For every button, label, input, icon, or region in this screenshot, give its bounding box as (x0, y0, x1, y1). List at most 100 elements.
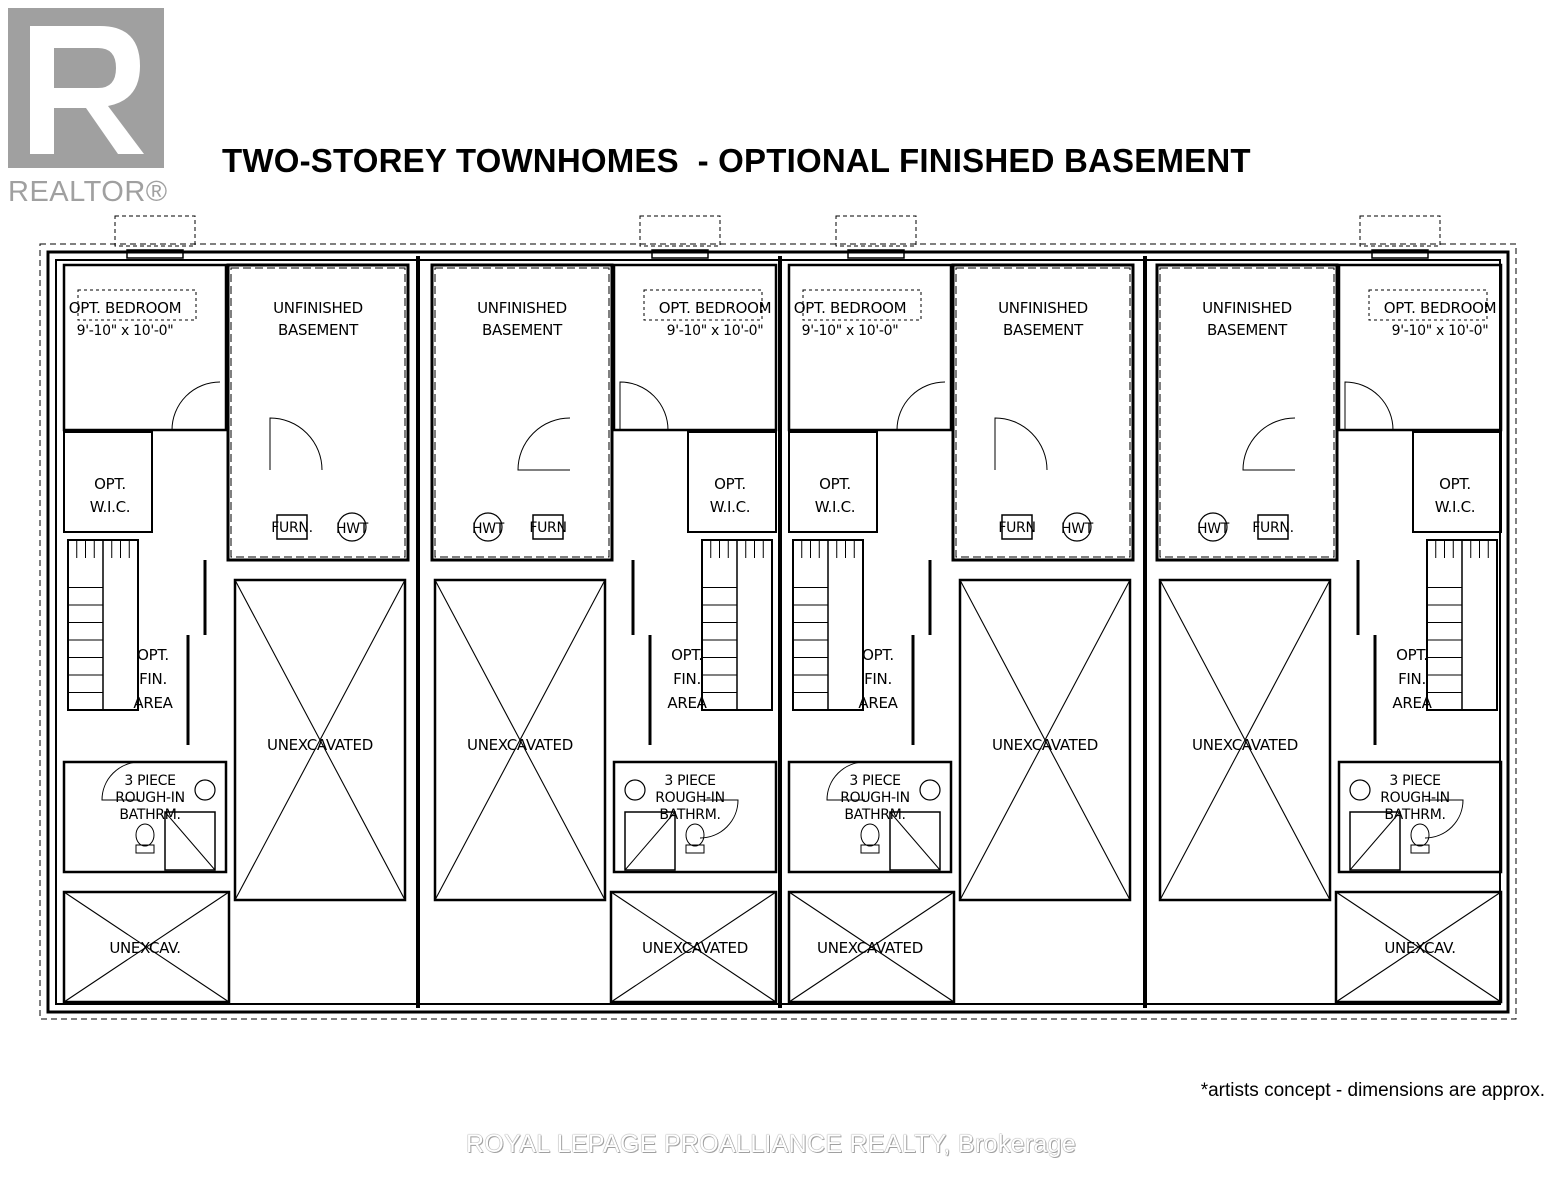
window-2 (651, 249, 709, 259)
unit-1-basement-label-1: UNFINISHED (273, 299, 363, 317)
unit-1-bathroom-room (62, 760, 228, 874)
unit-3-bath-label-3: BATHRM. (844, 807, 905, 823)
unit-4-fin-label-1: OPT. (1396, 646, 1428, 664)
unit-1-basement-room (226, 263, 410, 562)
unit-1-bedroom-label-box (77, 289, 197, 321)
unit-3-hwt-tank (1062, 512, 1092, 542)
disclaimer-note: *artists concept - dimensions are approx… (1200, 1080, 1545, 1101)
unit-4-unexcavated-label: UNEXCAVATED (1192, 736, 1298, 754)
unit-3-basement-room-inner (955, 267, 1131, 558)
unit-1-basement-label-2: BASEMENT (278, 321, 359, 339)
floor-plan: OPT. BEDROOM 9'-10" x 10'-0" UNFINISHED BAS… (39, 215, 1517, 1020)
unit-2-basement-room (430, 263, 614, 562)
unit-1-unexcav-small-label: UNEXCAV. (109, 939, 180, 957)
unit-3-unexcav-small-label: UNEXCAVATED (817, 939, 923, 957)
unit-3-basement-door (994, 417, 1048, 471)
unit-1-bedroom-label: OPT. BEDROOM (69, 299, 181, 317)
unit-4-bath-label-3: BATHRM. (1384, 807, 1445, 823)
unit-2-sink (624, 779, 646, 801)
window-1 (126, 249, 184, 259)
plan-title: TWO-STOREY TOWNHOMES - OPTIONAL FINISHED… (222, 142, 1251, 179)
unit-4-bedroom-door (1344, 381, 1394, 431)
unit-2-bath-label-1: 3 PIECE (664, 773, 715, 789)
realtor-r-icon (8, 8, 164, 168)
unit-3-unexcav-bay (787, 890, 956, 1004)
unit-2-unexcavated-area (433, 578, 607, 902)
unit-1-shower-diag (164, 811, 216, 871)
unit-2-bathroom-room (612, 760, 778, 874)
unit-3-unexcav-bay-diag-b (788, 891, 955, 1003)
window-4 (1371, 249, 1429, 259)
unit-1-shower (164, 811, 216, 871)
unit-1-furnace (276, 514, 308, 540)
unit-2-shower-diag (624, 811, 676, 871)
unit-2-unexcavated-area-diag-b (434, 579, 606, 901)
unit-4-basement-label-2: BASEMENT (1207, 321, 1288, 339)
window-3 (847, 249, 905, 259)
unit-2-unexcavated-label: UNEXCAVATED (467, 736, 573, 754)
unit-4-basement-label-1: UNFINISHED (1202, 299, 1292, 317)
unit-3-bedroom-label-box (802, 289, 922, 321)
unit-4-shower (1349, 811, 1401, 871)
unit-2-bath-label-2: ROUGH-IN (655, 790, 725, 806)
unit-4-unexcavated-area-diag-b (1159, 579, 1331, 901)
unit-4-wic-room (1412, 431, 1502, 533)
unit-2-basement-label-2: BASEMENT (482, 321, 563, 339)
unit-4-unexcav-bay (1334, 890, 1503, 1004)
unit-3-basement-label-1: UNFINISHED (998, 299, 1088, 317)
unit-4-bath-label-1: 3 PIECE (1389, 773, 1440, 789)
unit-4-furnace-label: FURN. (1252, 520, 1293, 536)
unit-2-fin-label-2: FIN. (673, 670, 701, 688)
unit-4-hwt-label: HWT (1197, 521, 1230, 537)
window-well-1 (114, 215, 196, 247)
unit-2-toilet (685, 823, 705, 847)
unit-4-hwt-tank (1198, 512, 1228, 542)
unit-3-fin-label-2: FIN. (864, 670, 892, 688)
unit-3-wic-label-2: W.I.C. (815, 498, 856, 516)
unit-4-fin-label-2: FIN. (1398, 670, 1426, 688)
unit-3-basement-room (951, 263, 1135, 562)
unit-3-sink (919, 779, 941, 801)
unit-2-fin-label-3: AREA (667, 694, 707, 712)
unit-2-bedroom-door (619, 381, 669, 431)
unit-4-toilet-tank (1410, 844, 1430, 854)
unit-2-bath-door (699, 799, 739, 839)
unit-3-bedroom-door (896, 381, 946, 431)
unit-2-bedroom-label-box (643, 289, 763, 321)
unit-3-hwt-label: HWT (1061, 521, 1094, 537)
unit-2-unexcav-small-label: UNEXCAVATED (642, 939, 748, 957)
unit-1-wic-label-2: W.I.C. (90, 498, 131, 516)
unit-4-wic-label-2: W.I.C. (1435, 498, 1476, 516)
unit-4-bathroom-room (1337, 760, 1503, 874)
unit-3-shower (889, 811, 941, 871)
unit-1-unexcavated-label: UNEXCAVATED (267, 736, 373, 754)
unit-1-fin-label-1: OPT. (137, 646, 169, 664)
unit-3-unexcavated-label: UNEXCAVATED (992, 736, 1098, 754)
unit-2-bedroom-room (612, 263, 778, 432)
unit-2-furnace-label: FURN (529, 520, 566, 536)
unit-2-basement-label-1: UNFINISHED (477, 299, 567, 317)
unit-2-basement-room-inner (434, 267, 610, 558)
unit-3-furnace (1001, 514, 1033, 540)
unit-3-unexcavated-area-diag-b (959, 579, 1131, 901)
unit-2-unexcav-bay (609, 890, 778, 1004)
unit-3-fin-label-3: AREA (858, 694, 898, 712)
unit-1-bath-label-3: BATHRM. (119, 807, 180, 823)
unit-2-unexcav-bay-diag-b (610, 891, 777, 1003)
realtor-logo: REALTOR® (8, 8, 178, 208)
unit-1-bath-label-1: 3 PIECE (124, 773, 175, 789)
unit-4-sink (1349, 779, 1371, 801)
foundation-inner-wall (55, 259, 1501, 1005)
unit-4-shower-diag (1349, 811, 1401, 871)
unit-3-bath-label-1: 3 PIECE (849, 773, 900, 789)
unit-2-bedroom-dims: 9'-10" x 10'-0" (667, 323, 764, 339)
unit-2-fin-label-1: OPT. (671, 646, 703, 664)
unit-4-unexcav-small-label: UNEXCAV. (1384, 939, 1455, 957)
unit-1-bedroom-room (62, 263, 228, 432)
unit-3-wic-label-1: OPT. (819, 475, 851, 493)
unit-2-toilet-tank (685, 844, 705, 854)
unit-2-shower (624, 811, 676, 871)
unit-3-basement-label-2: BASEMENT (1003, 321, 1084, 339)
unit-1-bedroom-door (171, 381, 221, 431)
unit-1-bath-label-2: ROUGH-IN (115, 790, 185, 806)
